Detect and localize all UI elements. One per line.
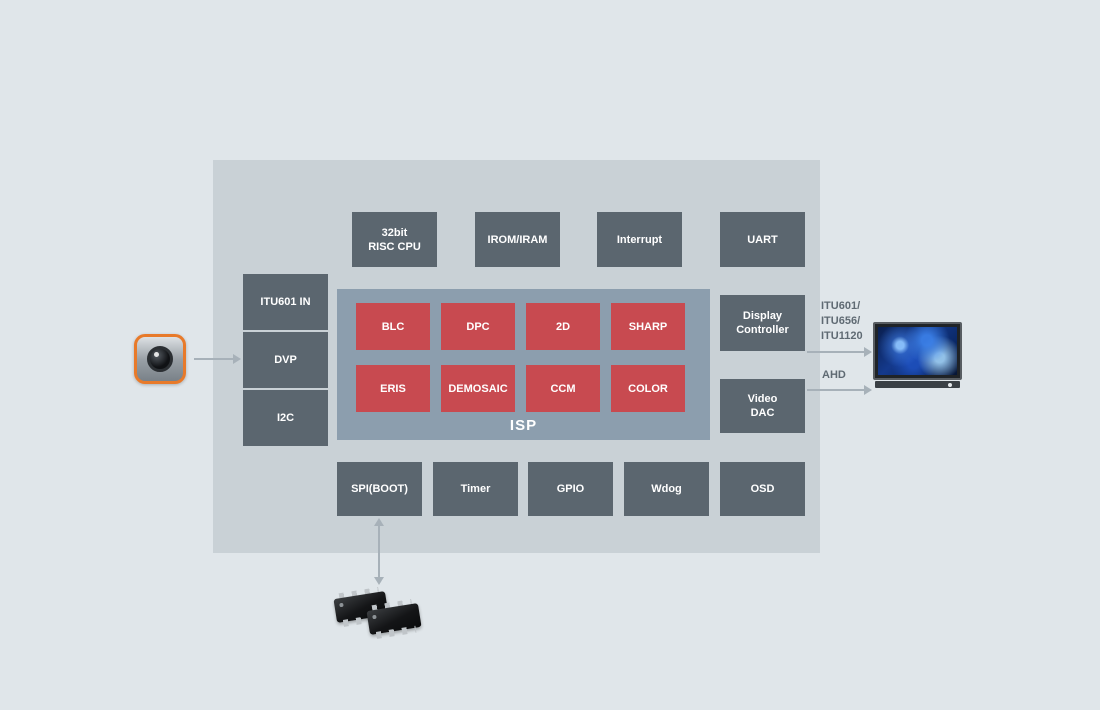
block-interrupt: Interrupt <box>597 212 682 267</box>
camera-icon <box>134 334 186 384</box>
spi-to-flash-arrowhead-up <box>374 518 384 526</box>
camera-to-dvp-arrowhead <box>233 354 241 364</box>
monitor-power-dot <box>948 383 952 387</box>
camera-to-dvp-arrow-line <box>194 358 234 360</box>
monitor-screen <box>878 327 957 375</box>
isp-module-blc: BLC <box>356 303 430 350</box>
videodac-to-monitor-arrow-line <box>807 389 865 391</box>
block-irom-iram: IROM/IRAM <box>475 212 560 267</box>
block-spi-boot: SPI(BOOT) <box>337 462 422 516</box>
camera-lens <box>147 346 173 372</box>
block-gpio: GPIO <box>528 462 613 516</box>
spi-to-flash-arrowhead-down <box>374 577 384 585</box>
monitor-icon <box>873 322 962 388</box>
display-to-monitor-arrowhead <box>864 347 872 357</box>
block-itu601-in: ITU601 IN <box>243 274 328 330</box>
isp-label: ISP <box>509 417 538 434</box>
monitor-stand-bar <box>875 381 960 388</box>
isp-module-demosaic: DEMOSAIC <box>441 365 515 412</box>
block-uart: UART <box>720 212 805 267</box>
ahd-output-label: AHD <box>822 369 846 381</box>
isp-module-dpc: DPC <box>441 303 515 350</box>
isp-module-ccm: CCM <box>526 365 600 412</box>
isp-module-eris: ERIS <box>356 365 430 412</box>
display-to-monitor-arrow-line <box>807 351 865 353</box>
flash-chip-icon <box>365 598 424 640</box>
videodac-to-monitor-arrowhead <box>864 385 872 395</box>
isp-module-sharp: SHARP <box>611 303 685 350</box>
spi-to-flash-arrow-line <box>378 525 380 578</box>
block-timer: Timer <box>433 462 518 516</box>
block-risc-cpu: 32bit RISC CPU <box>352 212 437 267</box>
block-wdog: Wdog <box>624 462 709 516</box>
block-i2c: I2C <box>243 390 328 446</box>
block-dvp: DVP <box>243 332 328 388</box>
isp-module-2d: 2D <box>526 303 600 350</box>
block-video-dac: Video DAC <box>720 379 805 433</box>
itu-output-label: ITU601/ ITU656/ ITU1120 <box>821 300 863 342</box>
isp-module-color: COLOR <box>611 365 685 412</box>
block-osd: OSD <box>720 462 805 516</box>
block-display-controller: Display Controller <box>720 295 805 351</box>
